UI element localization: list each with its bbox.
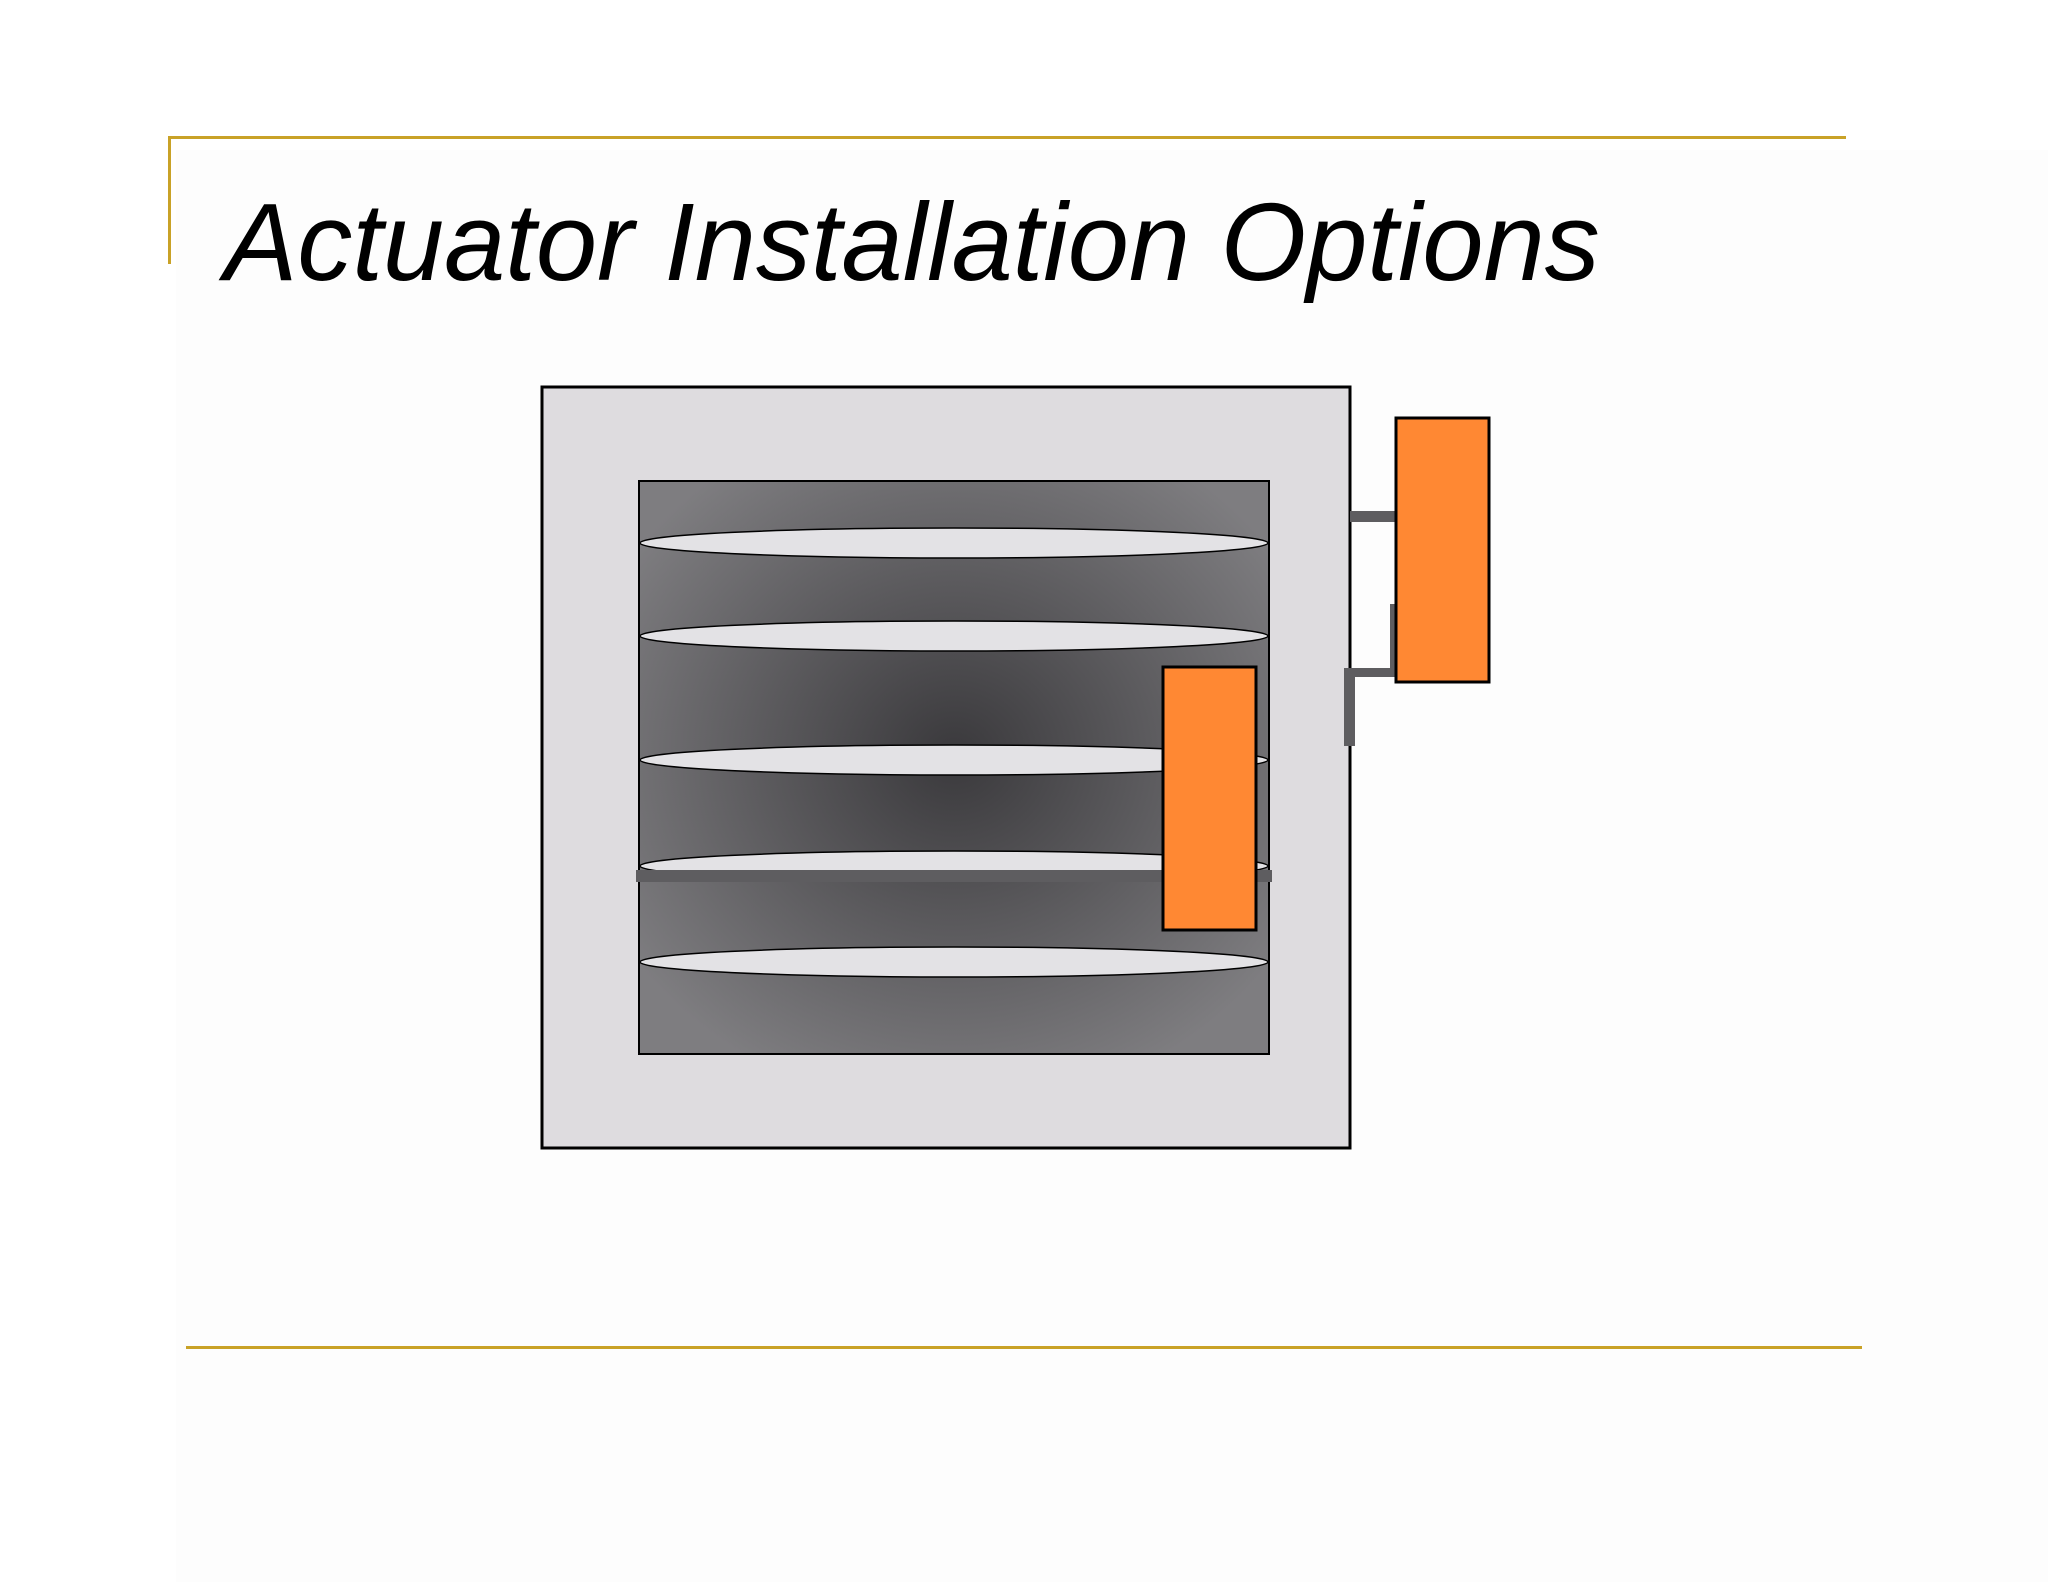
damper-blade: [639, 744, 1269, 776]
damper-blade: [639, 527, 1269, 559]
slide-title: Actuator Installation Options: [224, 181, 1600, 304]
title-left-rule: [168, 136, 171, 264]
damper-blade: [639, 620, 1269, 652]
linkage-lower-bar: [1348, 668, 1400, 677]
internal-actuator: [1161, 665, 1258, 932]
title-top-rule: [168, 136, 1846, 139]
damper-blades: [639, 527, 1269, 978]
external-actuator: [1394, 416, 1491, 684]
blade-shaft: [636, 870, 1272, 882]
linkage-drop-bar: [1344, 668, 1355, 746]
linkage-arm: [1344, 511, 1400, 746]
linkage-upper-bar: [1350, 511, 1398, 522]
damper-blade: [639, 946, 1269, 978]
footer-rule: [186, 1346, 1862, 1349]
